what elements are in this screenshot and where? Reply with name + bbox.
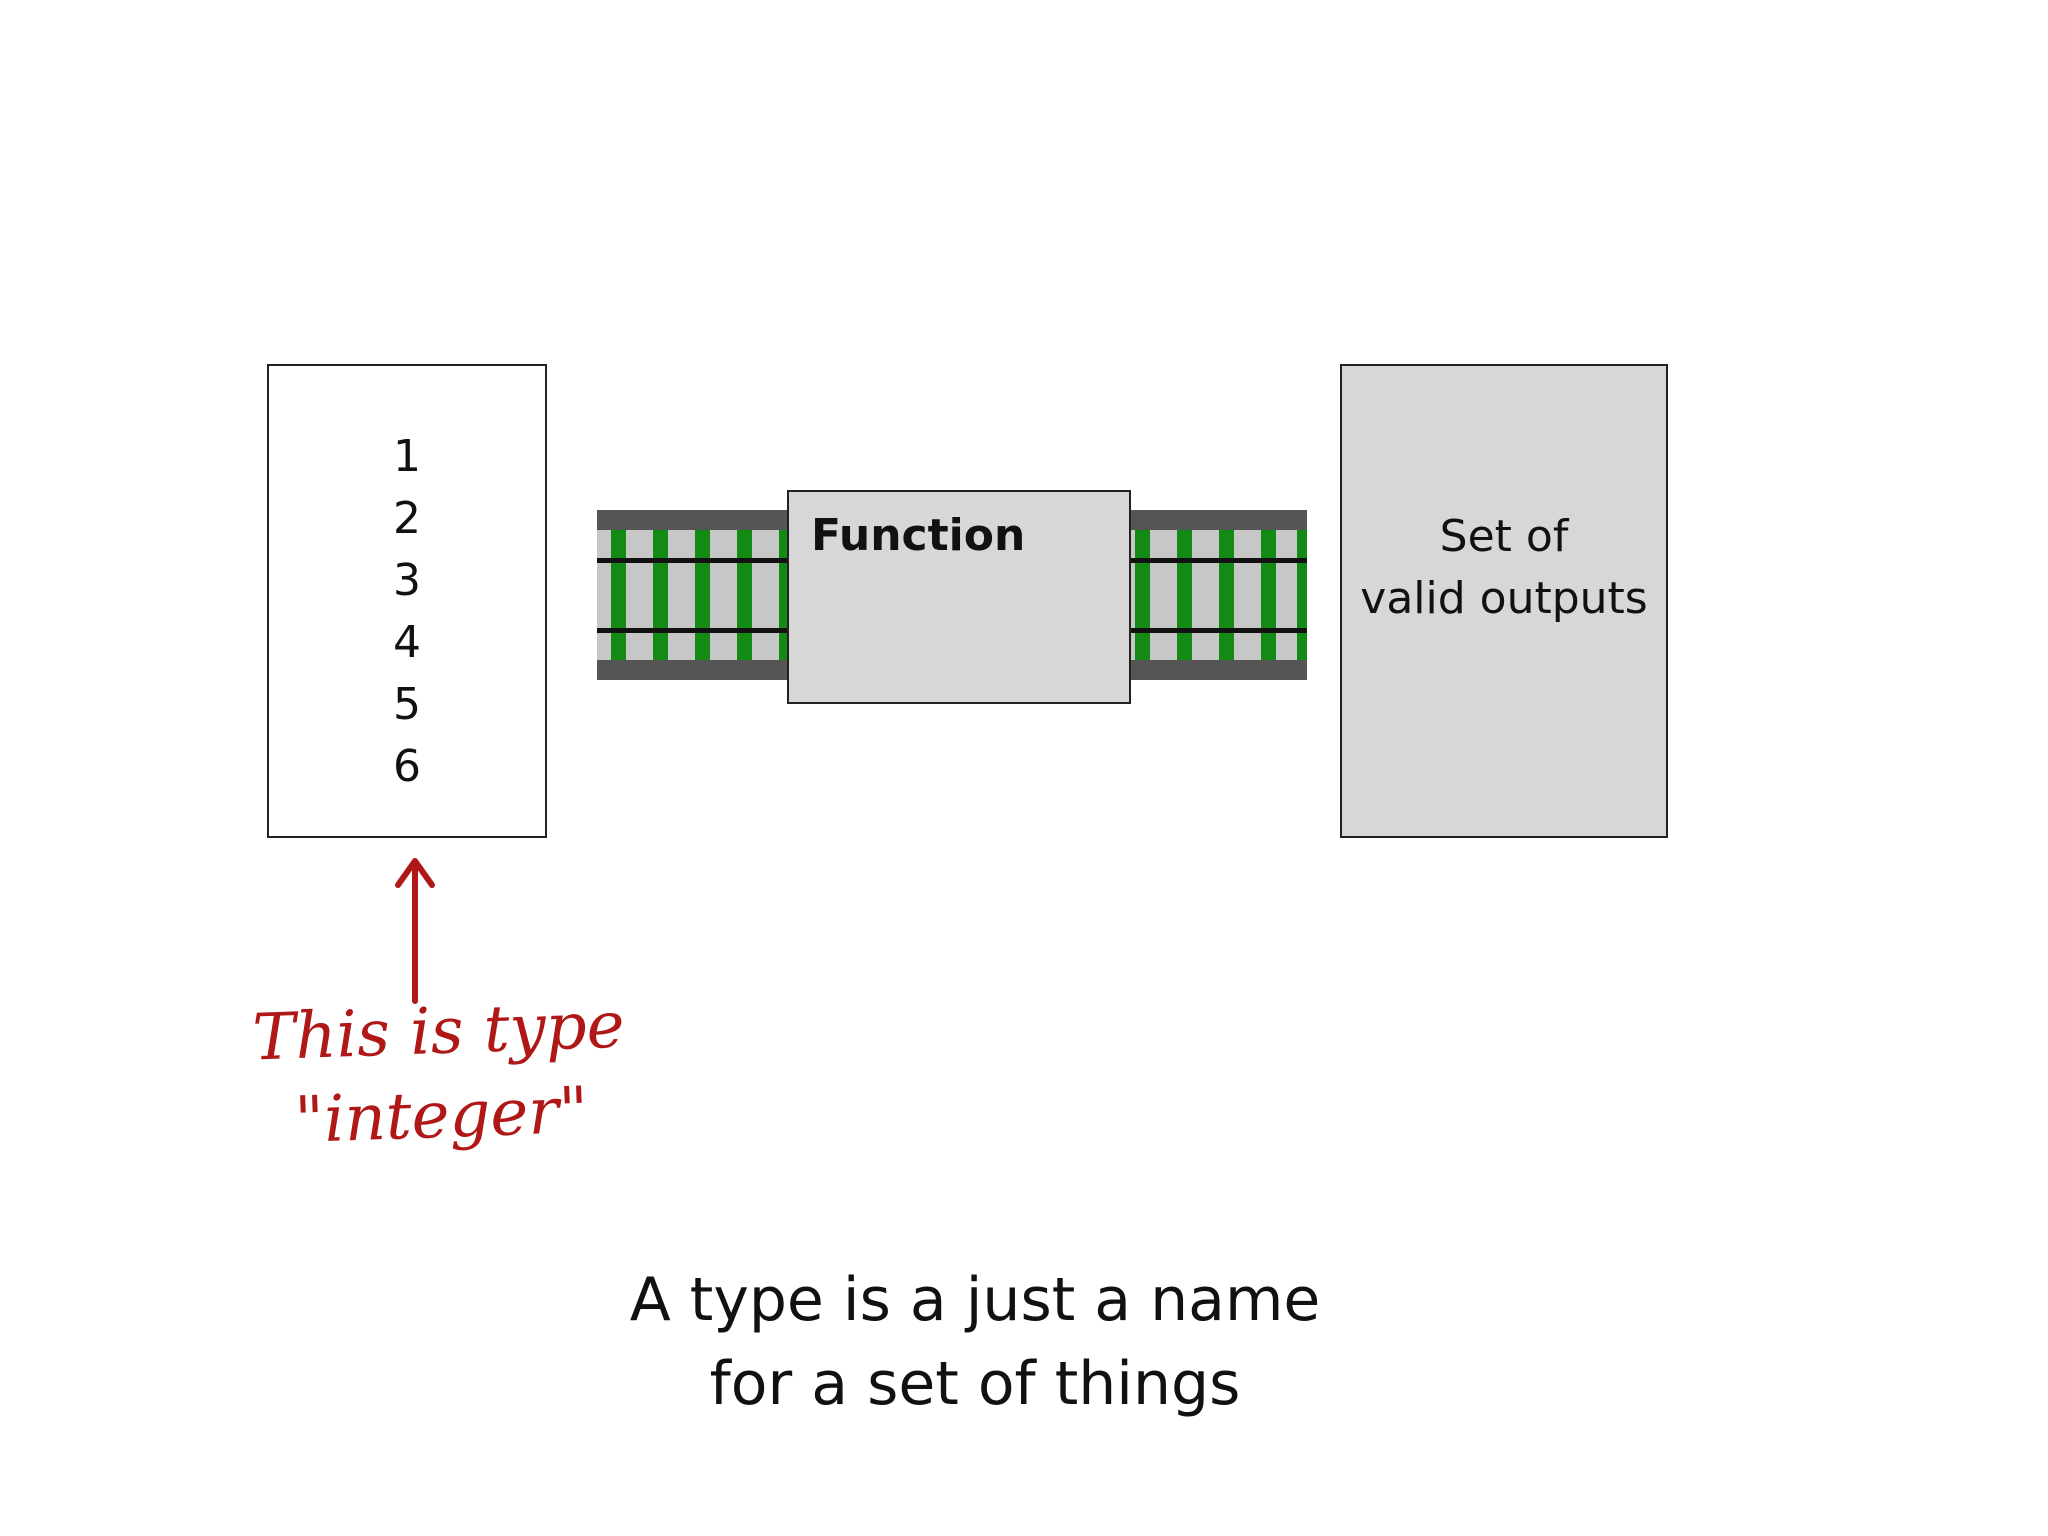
track-edge [597, 660, 789, 680]
track-edge [597, 510, 789, 530]
track-tie [695, 530, 710, 660]
track-tie [1135, 530, 1150, 660]
track-edge [1127, 510, 1307, 530]
track-tie [1219, 530, 1234, 660]
output-set-box: Set of valid outputs [1340, 364, 1668, 838]
railway-track-left [597, 510, 789, 680]
input-values-list: 1 2 3 4 5 6 [269, 426, 545, 798]
track-tie [1261, 530, 1276, 660]
output-set-label: Set of valid outputs [1342, 506, 1666, 630]
track-tie [1297, 530, 1307, 660]
track-tie [737, 530, 752, 660]
slide-caption: A type is a just a name for a set of thi… [0, 1258, 1950, 1426]
track-tie [779, 530, 789, 660]
output-label-line: Set of [1439, 511, 1569, 562]
input-value: 3 [393, 555, 421, 606]
up-arrow-icon [395, 858, 435, 1004]
type-annotation: This is type "integer" [237, 983, 643, 1165]
input-set-box: 1 2 3 4 5 6 [267, 364, 547, 838]
railway-track-right [1127, 510, 1307, 680]
output-label-line: valid outputs [1360, 573, 1648, 624]
function-label: Function [811, 510, 1026, 561]
function-box: Function [787, 490, 1131, 704]
annotation-line: "integer" [293, 1073, 590, 1159]
track-rail [1127, 558, 1307, 563]
track-edge [1127, 660, 1307, 680]
annotation-line: This is type [251, 988, 626, 1076]
track-tie [611, 530, 626, 660]
track-rail [597, 558, 789, 563]
input-value: 6 [393, 741, 421, 792]
input-value: 4 [393, 617, 421, 668]
caption-line: for a set of things [709, 1349, 1241, 1419]
input-value: 1 [393, 431, 421, 482]
caption-line: A type is a just a name [629, 1265, 1321, 1335]
track-rail [1127, 628, 1307, 633]
track-rail [597, 628, 789, 633]
track-tie [653, 530, 668, 660]
input-value: 5 [393, 679, 421, 730]
input-value: 2 [393, 493, 421, 544]
track-tie [1177, 530, 1192, 660]
